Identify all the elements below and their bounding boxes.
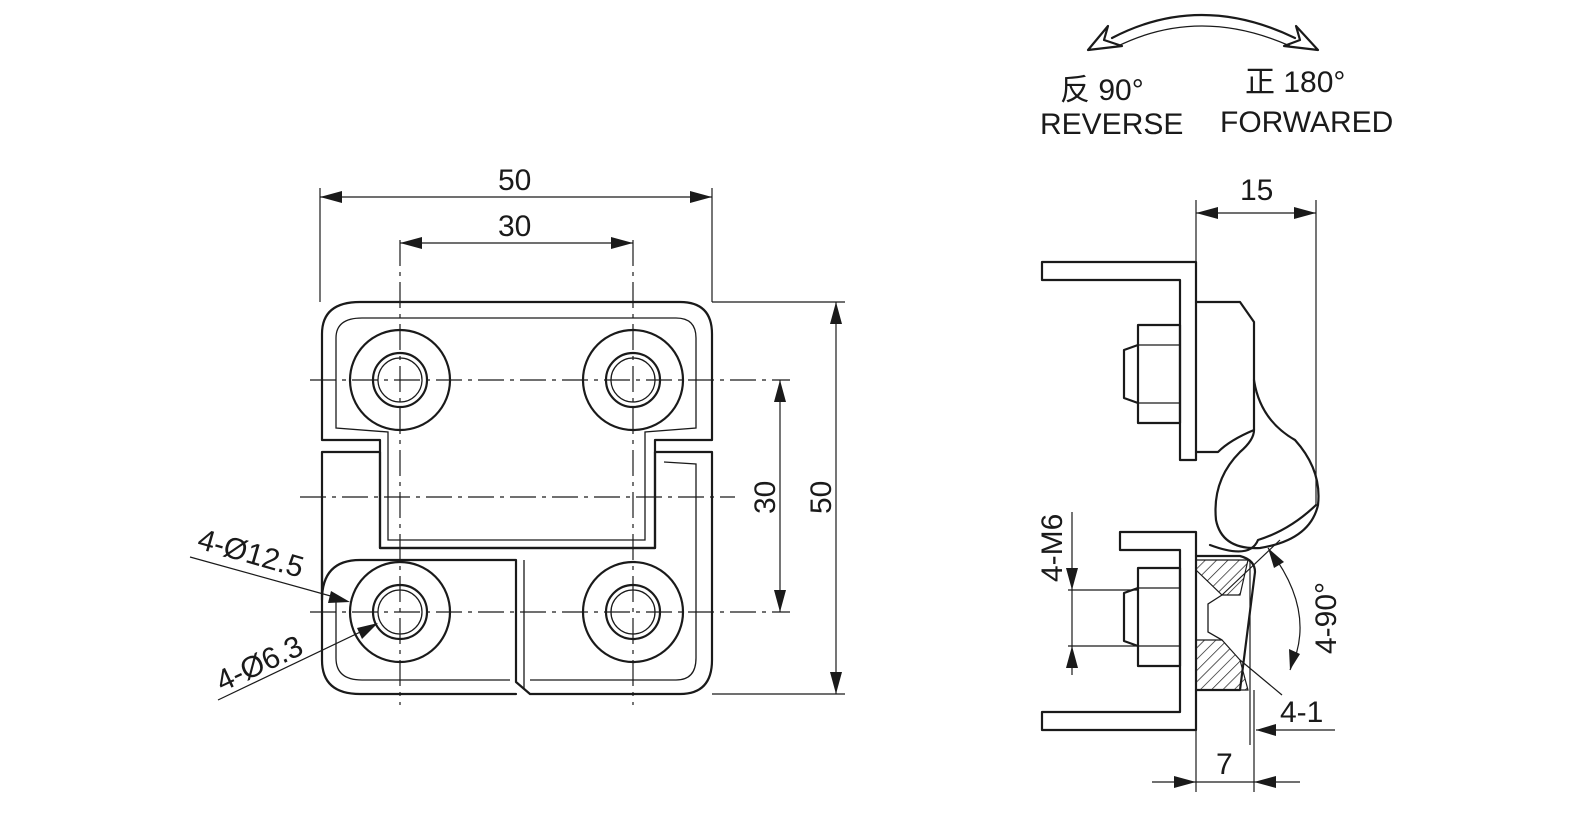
- thread-callout-text: 4-M6: [1036, 514, 1069, 582]
- reverse-label: REVERSE: [1040, 108, 1183, 141]
- dimension-depth: 15: [1195, 174, 1317, 505]
- rotation-indicator: 反 90° REVERSE 正 180° FORWARED: [1040, 14, 1393, 141]
- dimension-overall-width: 50: [319, 164, 713, 302]
- side-view: 15 4-M6 4-90° 4-1: [1036, 174, 1343, 792]
- dimension-hole-spacing-horizontal: 30: [400, 210, 633, 249]
- top-hinge-block: [1194, 300, 1256, 454]
- depth-value: 15: [1240, 174, 1273, 207]
- bottom-leaf-inner: [335, 600, 510, 681]
- forward-angle-label: 正 180°: [1245, 66, 1345, 99]
- top-leaf-inner: [335, 317, 697, 541]
- top-bolt: [1122, 323, 1182, 425]
- forward-label: FORWARED: [1220, 106, 1393, 139]
- overall-width-value: 50: [498, 164, 531, 197]
- counterbore-callout-text: 4-Ø12.5: [194, 523, 307, 585]
- bottom-leaf-left: [320, 558, 518, 696]
- dimension-chamfer-angle: 4-90°: [1221, 539, 1343, 696]
- center-lines: [300, 240, 790, 705]
- dimension-overall-height: 50: [712, 301, 845, 695]
- forward-arrowhead: [1282, 24, 1320, 52]
- front-view: 50 30 30 50 4-Ø12.5: [189, 164, 845, 705]
- chamfer-angle-text: 4-90°: [1310, 582, 1343, 654]
- hinge-knuckle: [1214, 378, 1320, 550]
- plate-offset-text: 7: [1216, 748, 1233, 781]
- hole-spacing-vertical-value: 30: [749, 481, 782, 514]
- bottom-leaf-inner-right: [530, 461, 697, 681]
- dimension-plate-offset: 7: [1152, 690, 1300, 792]
- overall-height-value: 50: [805, 481, 838, 514]
- top-bracket: [1040, 260, 1198, 462]
- hole-spacing-horizontal-value: 30: [498, 210, 531, 243]
- rotation-arc-inner: [1117, 25, 1291, 47]
- section-hatch-lower: [1195, 639, 1249, 691]
- hole-callout-text: 4-Ø6.3: [211, 630, 308, 699]
- reverse-angle-label: 反 90°: [1060, 74, 1144, 107]
- knuckle-lower: [1208, 503, 1318, 553]
- bottom-bracket: [1040, 530, 1198, 732]
- counterbore-callout: 4-Ø12.5: [189, 523, 350, 603]
- dimension-thread: 4-M6: [1036, 512, 1138, 675]
- chamfer-depth-text: 4-1: [1280, 696, 1323, 729]
- countersink: [1207, 594, 1223, 641]
- hole-callout: 4-Ø6.3: [211, 623, 378, 701]
- rotation-arc: [1110, 14, 1297, 40]
- dimension-hole-spacing-vertical: 30: [749, 380, 786, 612]
- dimension-chamfer-depth: 4-1: [1249, 560, 1335, 745]
- section-hatch-upper: [1195, 559, 1249, 596]
- bottom-leaf-outline: [320, 450, 714, 696]
- bottom-hinge-block: [1194, 554, 1257, 692]
- bottom-bolt: [1122, 566, 1182, 668]
- reverse-arrowhead: [1086, 24, 1124, 52]
